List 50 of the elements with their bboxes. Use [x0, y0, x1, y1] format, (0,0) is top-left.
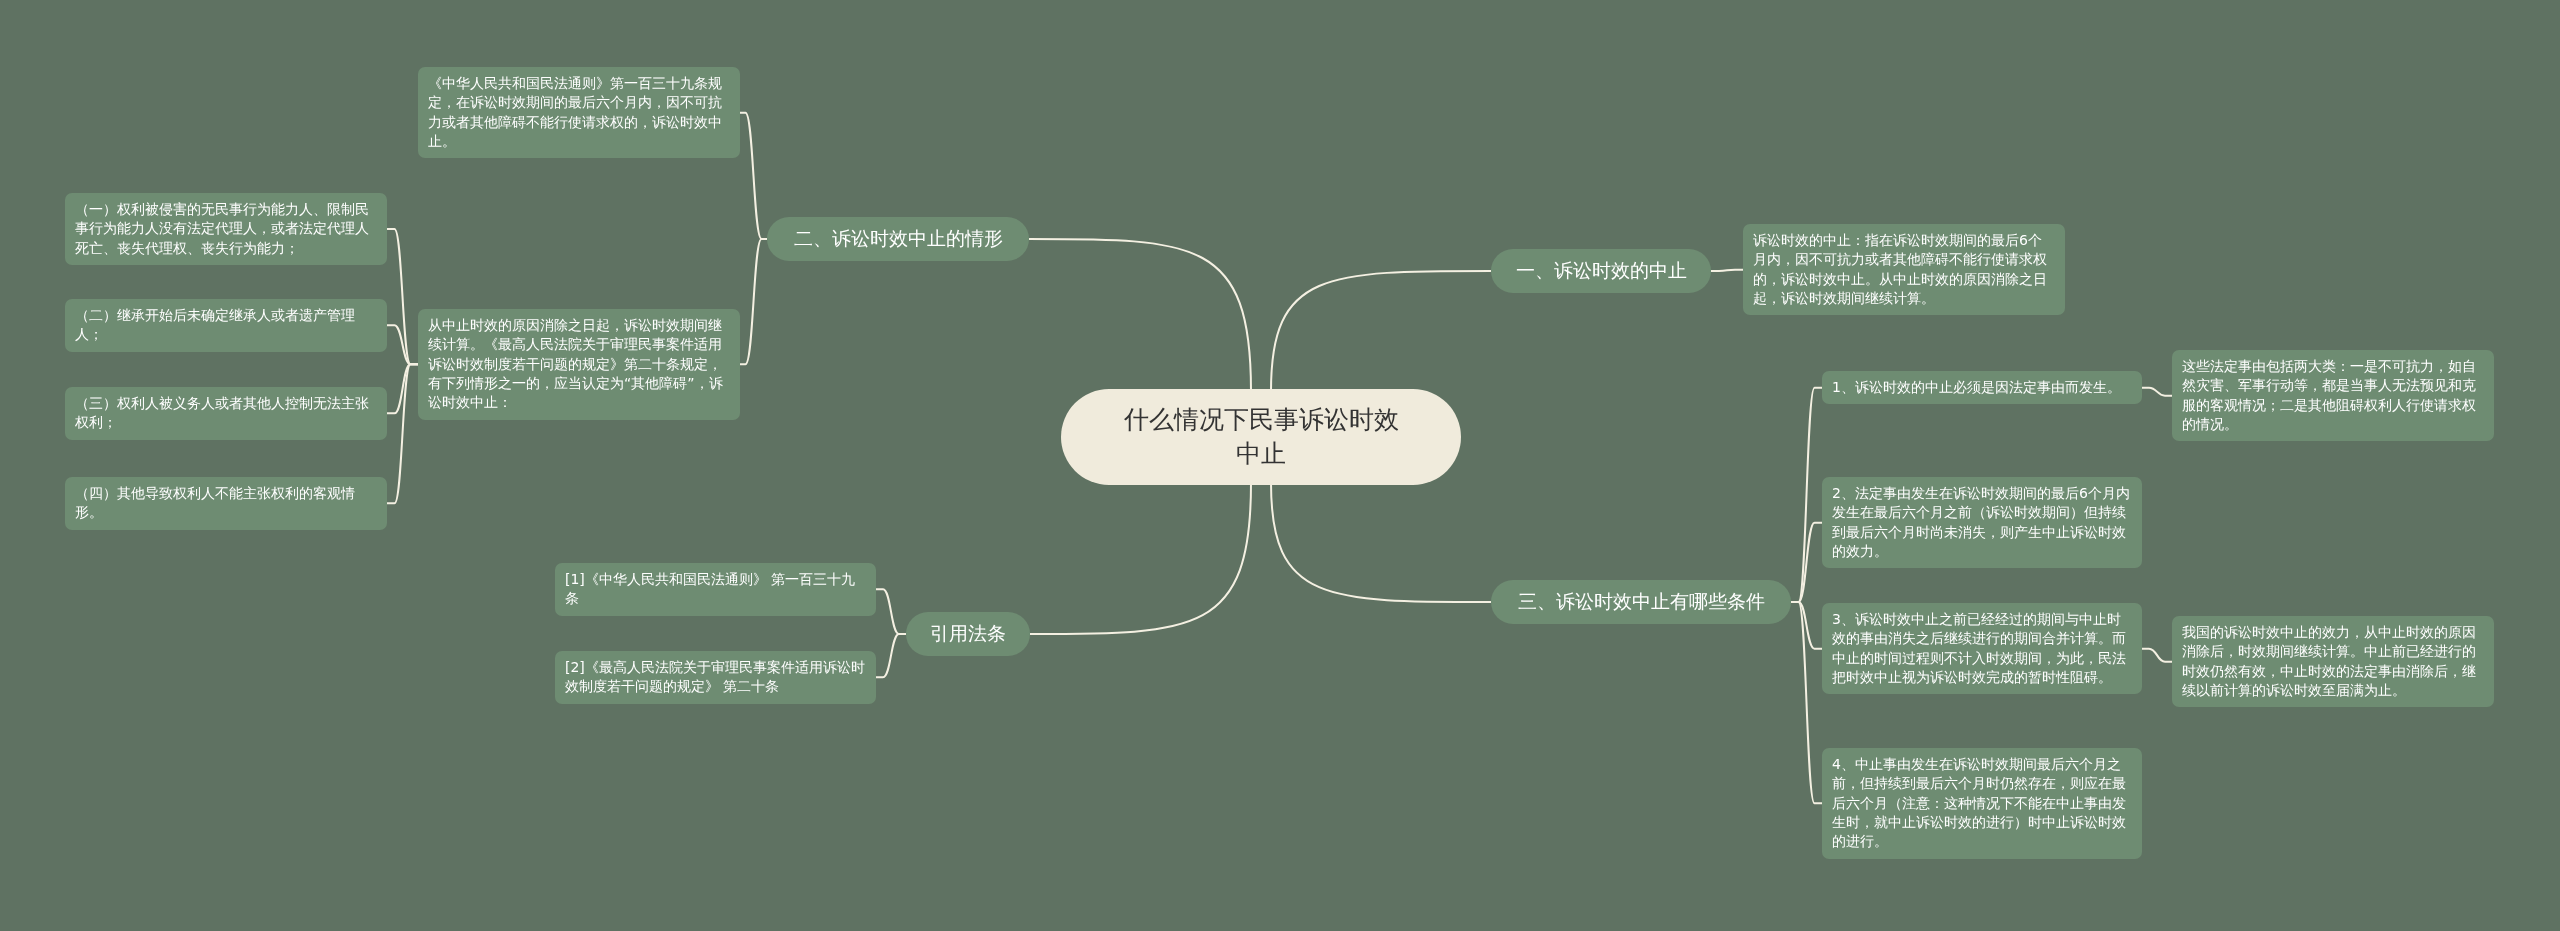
note-card — [65, 299, 387, 352]
note-card — [65, 477, 387, 530]
node-text: 3、诉讼时效中止之前已经经过的期间与中止时效的事由消失之后继续进行的期间合并计算。而中止的时间过程则不计入时效期间，为此，民法把时效中止视为诉讼时效完成的暂时性阻碍。 — [1832, 611, 2126, 685]
node-text: 三、诉讼时效中止有哪些条件 — [1517, 589, 1765, 614]
note-card — [418, 67, 740, 159]
node-text: 4、中止事由发生在诉讼时效期间最后六个月之前，但持续到最后六个月时仍然存在，则应在最后六个月（注意：这种情况下不能在中止事由发生时，就中止诉讼时效的进行）时中止诉讼时效的进行。 — [1832, 756, 2126, 850]
node-text: 《中华人民共和国民法通则》第一百三十九条规定，在诉讼时效期间的最后六个月内，因不可抗力或者其他障碍不能行使请求权的，诉讼时效中止。 — [428, 75, 722, 149]
node-text: 什么情况下民事诉讼时效中止 — [1122, 404, 1400, 470]
node-text: （一）权利被侵害的无民事行为能力人、限制民事行为能力人没有法定代理人，或者法定代理人死亡、丧失代理权、丧失行为能力； — [75, 201, 369, 256]
node-text: 从中止时效的原因消除之日起，诉讼时效期间继续计算。《最高人民法院关于审理民事案件适用诉讼时效制度若干问题的规定》第二十条规定，有下列情形之一的，应当认定为“其他障碍”，诉讼时效中止： — [428, 317, 723, 411]
node-text: 诉讼时效的中止：指在诉讼时效期间的最后6个月内，因不可抗力或者其他障碍不能行使请求权的，诉讼时效中止。从中止时效的原因消除之日起，诉讼时效期间继续计算。 — [1753, 232, 2047, 306]
note-card — [1822, 371, 2142, 405]
note-card — [2172, 350, 2494, 442]
connector-line — [2141, 647, 2173, 663]
topic-pill — [1491, 249, 1711, 293]
connector-line — [1028, 238, 1252, 392]
node-text: 我国的诉讼时效中止的效力，从中止时效的原因消除后，时效期间继续计算。中止前已经进行的时效仍然有效，中止时效的法定事由消除后，继续以前计算的诉讼时效至届满为止。 — [2182, 624, 2476, 698]
note-card — [1822, 603, 2142, 695]
note-card — [418, 309, 740, 420]
node-text: 1、诉讼时效的中止必须是因法定事由而发生。 — [1832, 379, 2121, 395]
topic-pill — [1491, 580, 1791, 624]
connector-line — [1029, 482, 1252, 635]
node-text: （四）其他导致权利人不能主张权利的客观情形。 — [75, 485, 355, 521]
connector-line — [386, 363, 419, 505]
node-text: 2、法定事由发生在诉讼时效期间的最后6个月内发生在最后六个月之前（诉讼时效期间）但持续到最后六个月时尚未消失，则产生中止诉讼时效的效力。 — [1832, 485, 2130, 559]
note-card — [2172, 616, 2494, 708]
connector-line — [1270, 482, 1492, 603]
topic-pill — [767, 217, 1029, 261]
note-card — [65, 387, 387, 440]
note-card — [65, 193, 387, 265]
connector-line — [739, 238, 768, 366]
note-card — [555, 651, 876, 704]
note-card — [555, 563, 876, 616]
node-text: 一、诉讼时效的中止 — [1515, 258, 1687, 283]
node-text: 二、诉讼时效中止的情形 — [793, 226, 1003, 251]
node-text: 这些法定事由包括两大类：一是不可抗力，如自然灾害、军事行动等，都是当事人无法预见和克服的客观情况；二是其他阻碍权利人行使请求权的情况。 — [2182, 358, 2476, 432]
connector-line — [875, 633, 907, 679]
note-card — [1822, 748, 2142, 859]
topic-pill — [906, 612, 1030, 656]
connector-line — [2141, 386, 2173, 397]
node-text: [2]《最高人民法院关于审理民事案件适用诉讼时效制度若干问题的规定》 第二十条 — [565, 659, 865, 695]
node-text: [1]《中华人民共和国民法通则》 第一百三十九条 — [565, 571, 856, 607]
connector-line — [1710, 268, 1744, 272]
connector-line — [1270, 270, 1492, 392]
node-text: （二）继承开始后未确定继承人或者遗产管理人； — [75, 307, 355, 343]
note-card — [1743, 224, 2065, 316]
connector-line — [1790, 601, 1823, 805]
node-text: 引用法条 — [930, 621, 1006, 646]
node-text: （三）权利人被义务人或者其他人控制无法主张权利； — [75, 395, 369, 431]
note-card — [1822, 477, 2142, 569]
